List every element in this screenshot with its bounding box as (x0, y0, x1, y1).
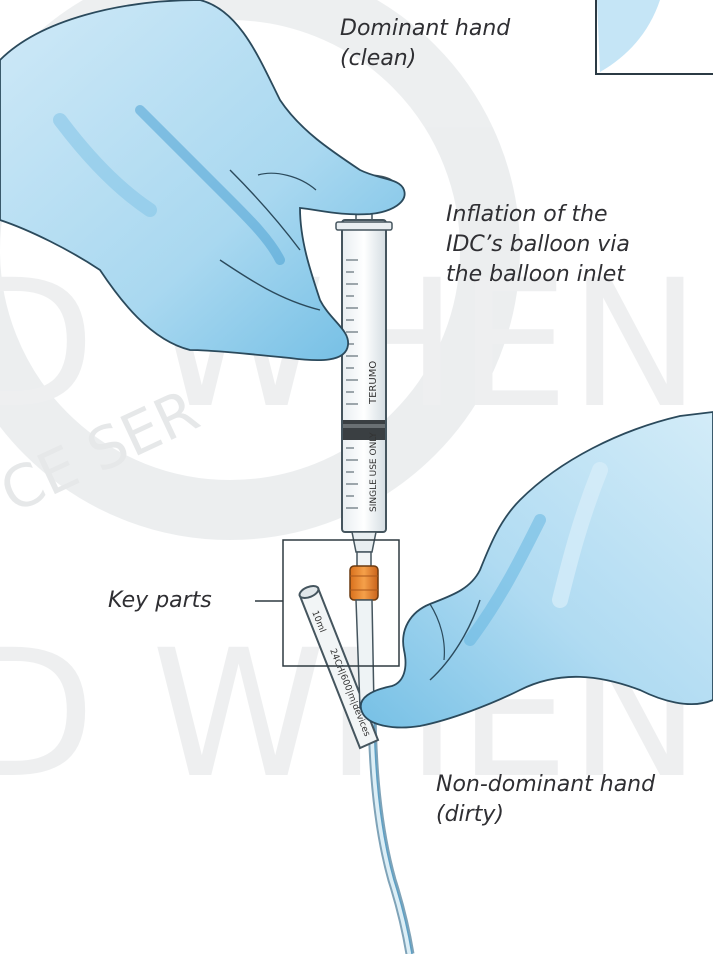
inflation-line-1: Inflation of the (446, 200, 630, 230)
inflation-line-2: IDC’s balloon via (446, 230, 630, 260)
syringe-tip (352, 532, 376, 552)
syringe-single-use-text: SINGLE USE ONLY (369, 432, 379, 512)
non-dominant-hand-label: Non-dominant hand (dirty) (436, 770, 655, 830)
syringe-brand-text: TERUMO (368, 361, 379, 405)
dominant-hand-text: Dominant hand (340, 14, 510, 44)
inset-glove-fragment (597, 0, 660, 72)
syringe-barrel (342, 220, 386, 532)
balloon-valve (350, 566, 378, 600)
key-parts-label: Key parts (108, 586, 212, 616)
inflation-label: Inflation of the IDC’s balloon via the b… (446, 200, 630, 290)
dominant-hand-label: Dominant hand (clean) (340, 14, 510, 74)
dominant-hand-note: (clean) (340, 44, 510, 74)
non-dominant-hand-note: (dirty) (436, 800, 655, 830)
non-dominant-hand-text: Non-dominant hand (436, 770, 655, 800)
inflation-line-3: the balloon inlet (446, 260, 630, 290)
